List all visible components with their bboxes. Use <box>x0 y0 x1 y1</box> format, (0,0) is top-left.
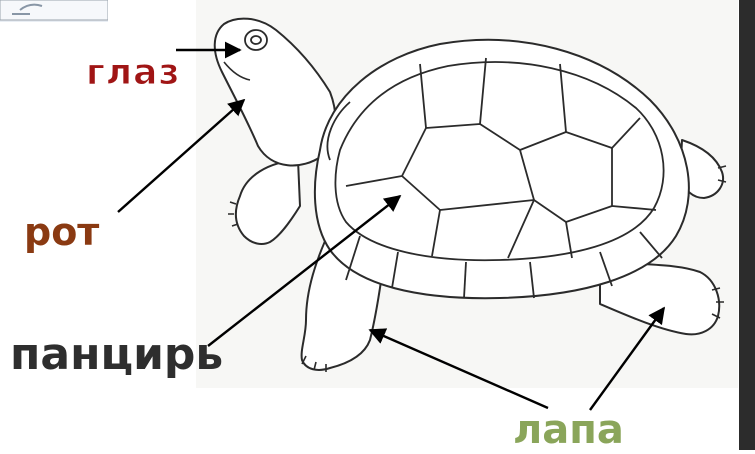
label-mouth: рот <box>24 213 99 251</box>
right-edge-bar <box>739 0 755 450</box>
label-leg: лапа <box>513 410 624 450</box>
label-eye: глаз <box>86 55 180 91</box>
label-shell: панцирь <box>10 333 223 377</box>
